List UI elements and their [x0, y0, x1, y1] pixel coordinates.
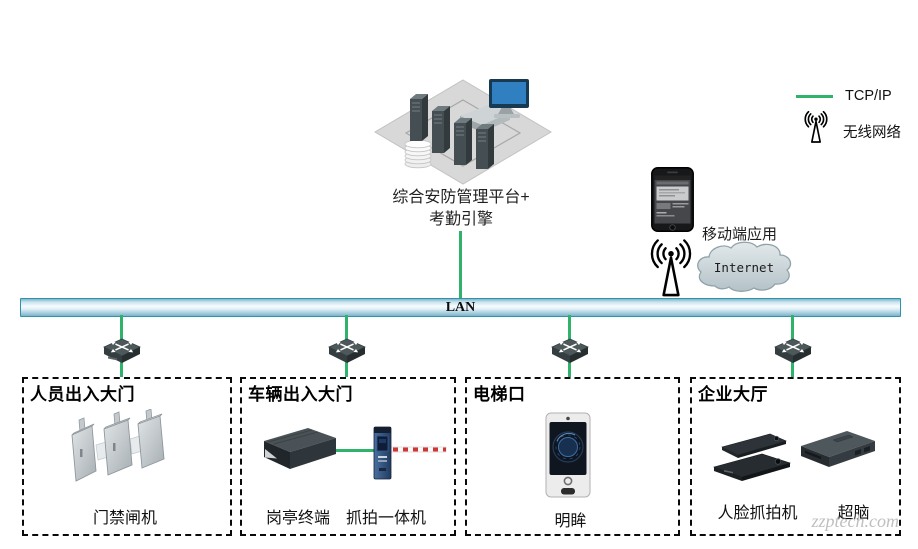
super-brain-nvr-icon: [801, 431, 875, 467]
server-lan-link-line: [459, 231, 462, 298]
wireless-antenna-legend-icon: [804, 110, 828, 143]
network-switch-icon: [328, 338, 366, 363]
booth-terminal-icon: [264, 428, 336, 469]
internet-cloud-icon: Internet: [697, 241, 792, 292]
face-terminal-label: 明眸: [554, 513, 587, 530]
zone4-device-labels: 人脸抓拍机 超脑: [690, 499, 897, 523]
platform-label: 综合安防管理平台+ 考勤引擎: [355, 187, 567, 231]
smartphone-icon: [651, 167, 694, 232]
capture-unit-label: 抓拍一体机: [346, 510, 427, 527]
lan-bus-bar: LAN: [20, 298, 901, 317]
network-switch-icon: [774, 338, 812, 363]
turnstile-label: 门禁闸机: [92, 510, 157, 527]
internet-cloud-label: Internet: [714, 260, 774, 275]
super-brain-label: 超脑: [837, 505, 870, 522]
zone2-title: 车辆出入大门: [248, 385, 353, 404]
zone3-device-labels: 明眸: [465, 507, 676, 531]
booth-camera-link-line: [336, 449, 374, 452]
wireless-antenna-icon: [650, 239, 692, 297]
turnstile-gate-icon: [71, 409, 165, 482]
zone1-title: 人员出入大门: [30, 385, 135, 404]
zone2-device-labels: 岗亭终端 抓拍一体机: [240, 504, 452, 528]
booth-terminal-label: 岗亭终端: [265, 510, 330, 527]
zone-lobby: 企业大厅: [690, 377, 901, 536]
lan-label: LAN: [445, 300, 476, 315]
barrier-capture-unit-icon: [373, 426, 447, 480]
face-capture-label: 人脸抓拍机: [717, 505, 798, 522]
network-switch-icon: [551, 338, 589, 363]
platform-label-line2: 考勤引擎: [428, 211, 493, 228]
face-capture-camera-icon: [712, 433, 792, 481]
zone4-title: 企业大厅: [698, 385, 768, 404]
tcpip-legend-label: TCP/IP: [845, 88, 892, 104]
mobile-app-label: 移动端应用: [702, 226, 778, 243]
watermark: zzptech.com: [811, 511, 899, 531]
tcpip-line-legend-swatch: [796, 95, 833, 98]
wireless-legend-label: 无线网络: [843, 125, 901, 141]
face-access-terminal-icon: [545, 412, 591, 498]
network-switch-icon: [103, 338, 141, 363]
platform-label-line1: 综合安防管理平台+: [392, 189, 530, 206]
zone1-device-labels: 门禁闸机: [22, 504, 228, 528]
server-platform-icon: [374, 79, 552, 185]
zone3-title: 电梯口: [473, 385, 526, 404]
